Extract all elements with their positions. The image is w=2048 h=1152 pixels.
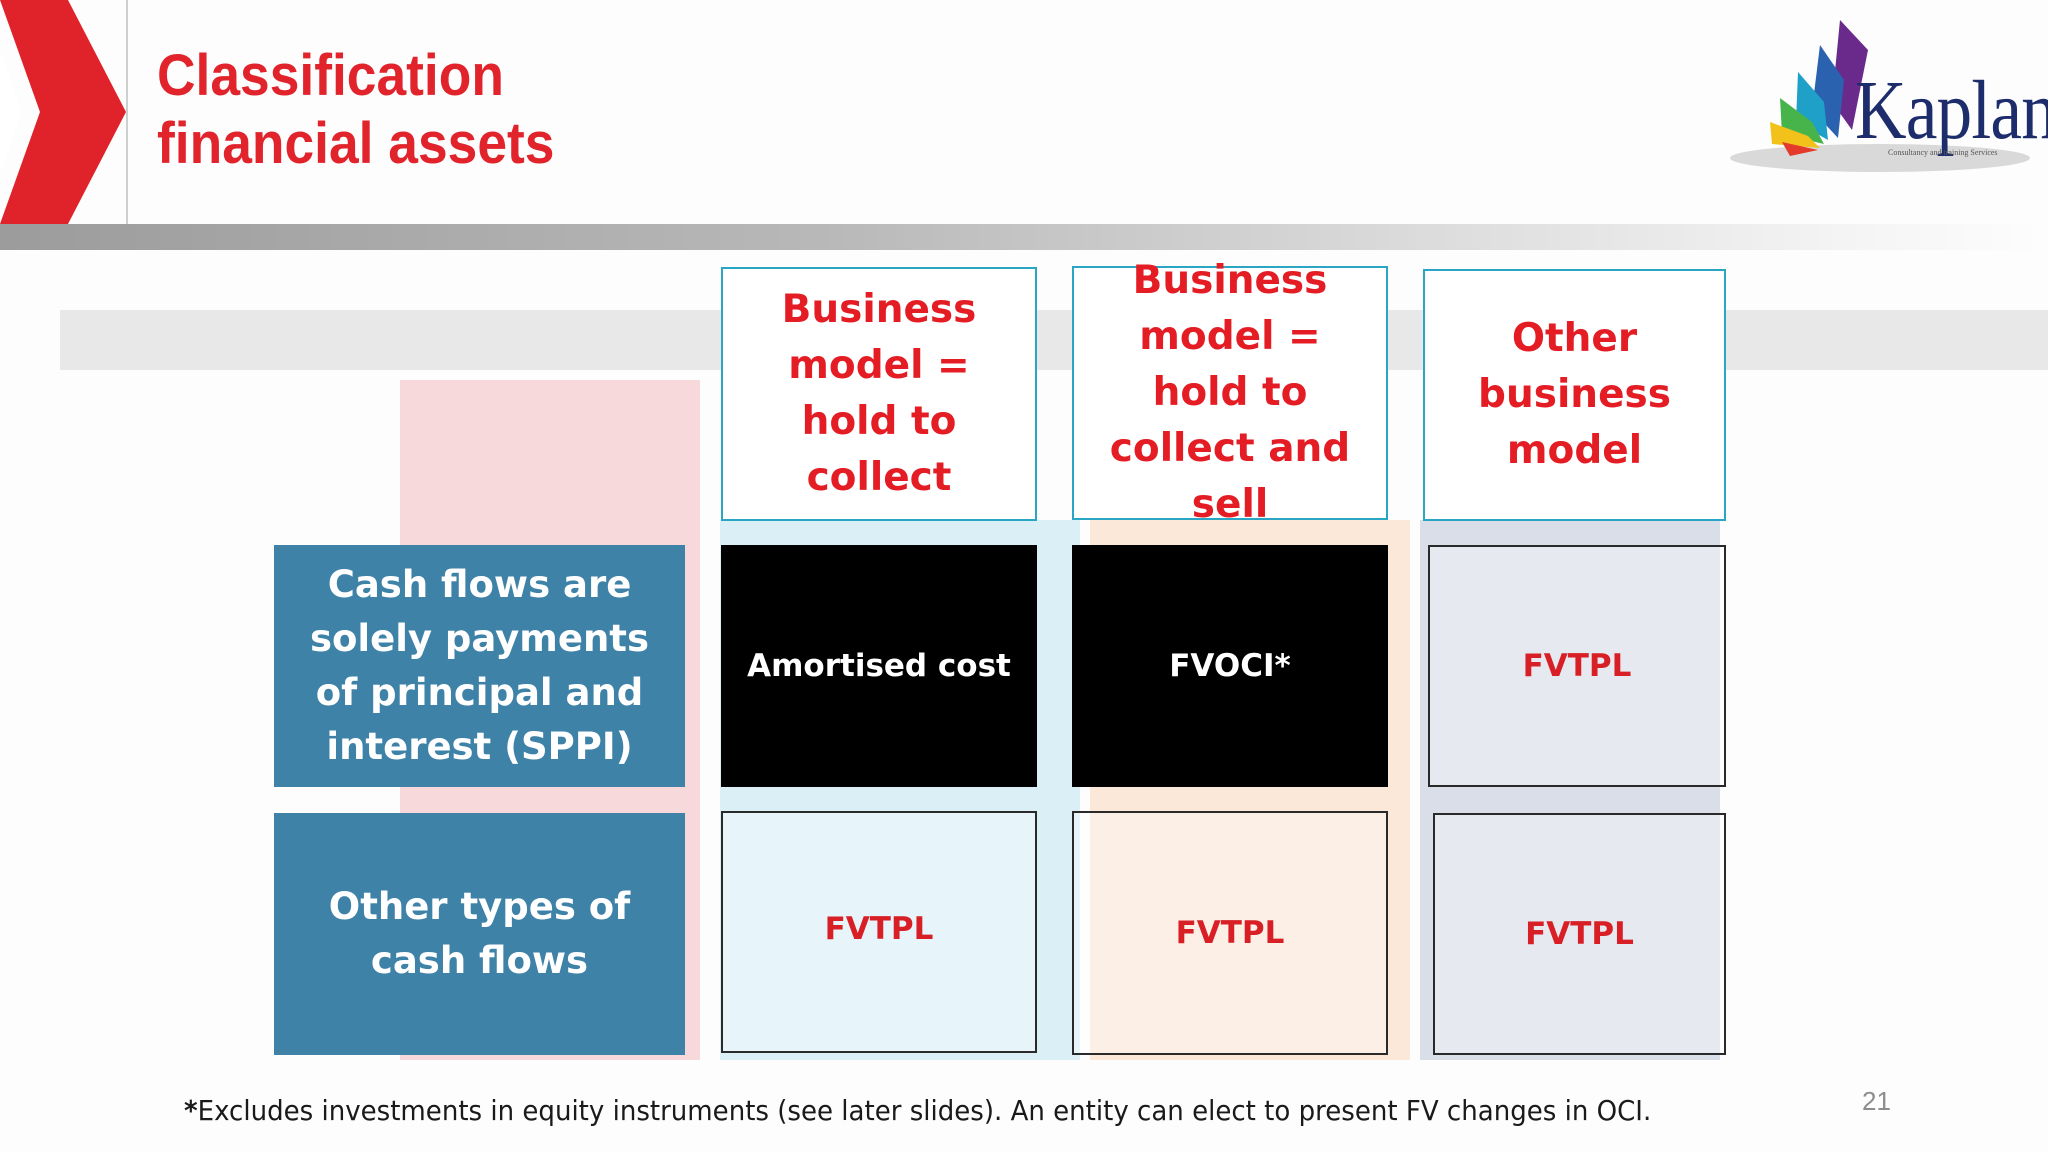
cell-label: FVTPL: [824, 911, 934, 947]
cell-fvoci: FVOCI*: [1072, 545, 1388, 787]
footnote-text: Excludes investments in equity instrumen…: [197, 1094, 1652, 1127]
logo-tagline: Consultancy and training Services: [1888, 148, 1998, 157]
cell-label: FVTPL: [1525, 916, 1634, 952]
column-header-hold-to-collect: Business model = hold to collect: [721, 267, 1037, 521]
cell-fvtpl-other-hold-to-collect: FVTPL: [721, 811, 1037, 1053]
cell-label: FVTPL: [1522, 648, 1632, 684]
column-header-label: Business model = hold to collect: [781, 287, 977, 500]
slide-title: Classification financial assets: [157, 43, 555, 176]
column-header-label: Business model = hold to collect and sel…: [1109, 258, 1351, 527]
footnote: *Excludes investments in equity instrume…: [184, 1094, 1651, 1127]
column-header-label: Other business model: [1478, 316, 1671, 473]
kaplan-logo-icon: [1730, 20, 2030, 172]
cell-amortised-cost: Amortised cost: [721, 545, 1037, 787]
cell-fvtpl-sppi-other: FVTPL: [1428, 545, 1726, 787]
row-header-sppi: Cash flows are solely payments of princi…: [274, 545, 685, 787]
column-header-other-business-model: Other business model: [1423, 269, 1726, 521]
row-header-label: Cash flows are solely payments of princi…: [309, 563, 650, 768]
cell-label: FVTPL: [1175, 915, 1285, 951]
cell-fvtpl-other-hold-to-collect-and-sell: FVTPL: [1072, 811, 1388, 1055]
row-header-other-cash-flows: Other types of cash flows: [274, 813, 685, 1055]
footnote-mark: *: [184, 1094, 198, 1127]
chevron-decoration-icon: [0, 0, 126, 224]
page-number: 21: [1862, 1086, 1891, 1116]
column-header-hold-to-collect-and-sell: Business model = hold to collect and sel…: [1072, 258, 1388, 527]
row-header-label: Other types of cash flows: [328, 885, 631, 982]
cell-label: FVOCI*: [1169, 648, 1291, 684]
cell-label: Amortised cost: [747, 648, 1011, 684]
header-rule: [0, 224, 2048, 250]
background-watermark-band: [60, 310, 2048, 370]
logo-wordmark: Kaplan: [1855, 64, 2048, 157]
background-watermark-block-navy: [1420, 520, 1720, 1060]
cell-fvtpl-other-other: FVTPL: [1433, 813, 1726, 1055]
header-divider: [126, 0, 128, 224]
